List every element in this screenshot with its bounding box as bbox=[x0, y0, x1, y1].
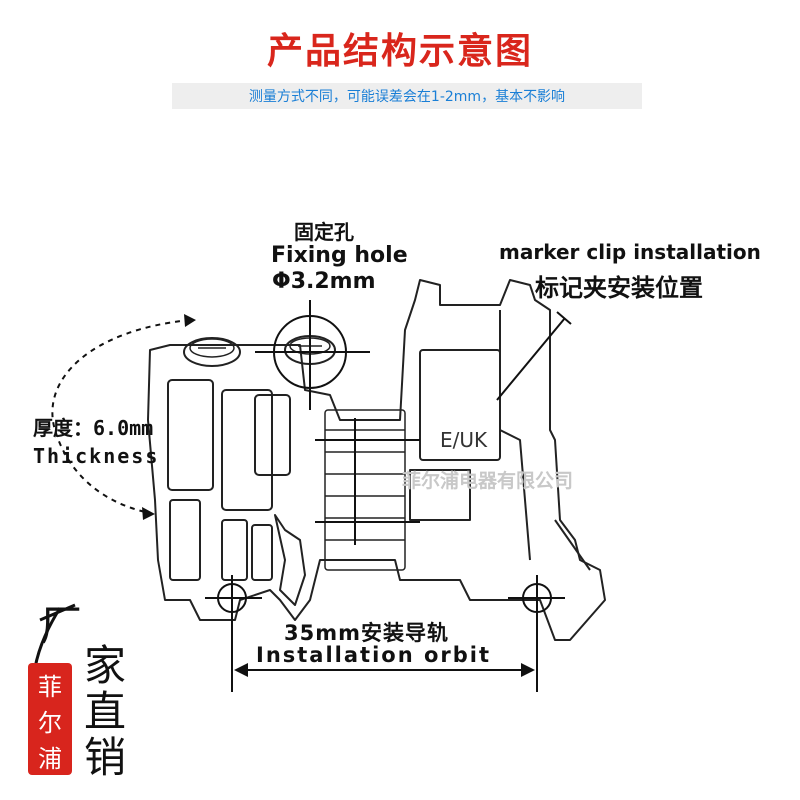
clamp-guide-lines bbox=[315, 418, 420, 545]
fixing-hole-label-cn: 固定孔 bbox=[294, 220, 354, 244]
part-marking: E/UK bbox=[440, 428, 488, 452]
fixing-hole-size: Φ3.2mm bbox=[272, 269, 376, 294]
stamp-char-3: 浦 bbox=[38, 745, 62, 773]
page-subtitle: 测量方式不同，可能误差会在1-2mm，基本不影响 bbox=[248, 89, 566, 105]
handwriting-char-2: 家 bbox=[84, 641, 127, 690]
handwriting-stroke bbox=[33, 603, 76, 669]
thickness-arrow bbox=[51, 319, 191, 514]
stamp-char-1: 菲 bbox=[38, 673, 62, 701]
rail-dimension-line bbox=[231, 620, 538, 692]
rail-label-cn: 35mm安装导轨 bbox=[284, 621, 449, 645]
marker-clip-arrow bbox=[496, 311, 572, 401]
thickness-arrowhead-bottom bbox=[142, 507, 155, 520]
thickness-label-cn: 厚度：6.0mm bbox=[33, 416, 154, 440]
handwriting-char-1: 厂 bbox=[40, 601, 83, 650]
subtitle-background bbox=[172, 83, 642, 109]
handwriting-char-3: 直 bbox=[84, 687, 127, 736]
thickness-label-en: Thickness bbox=[33, 444, 160, 468]
marker-clip-label-cn: 标记夹安装位置 bbox=[535, 274, 703, 302]
fixing-hole-marker bbox=[255, 300, 370, 410]
thickness-arrowhead-top bbox=[184, 314, 196, 327]
brand-stamp: 菲 尔 浦 bbox=[28, 663, 72, 775]
rail-label-en: Installation orbit bbox=[256, 643, 492, 667]
handwriting-char-4: 销 bbox=[84, 733, 127, 782]
marker-clip-label-en: marker clip installation bbox=[499, 240, 761, 264]
page-title: 产品结构示意图 bbox=[266, 31, 533, 72]
terminal-body-outline bbox=[147, 279, 606, 641]
dimension-arrowhead-left bbox=[234, 663, 248, 677]
rail-mounting-holes bbox=[205, 575, 565, 620]
stamp-char-2: 尔 bbox=[38, 709, 62, 737]
watermark: 菲尔浦电器有限公司 bbox=[402, 470, 574, 492]
fixing-hole-label-en: Fixing hole bbox=[271, 243, 408, 268]
dimension-arrowhead-right bbox=[521, 663, 535, 677]
